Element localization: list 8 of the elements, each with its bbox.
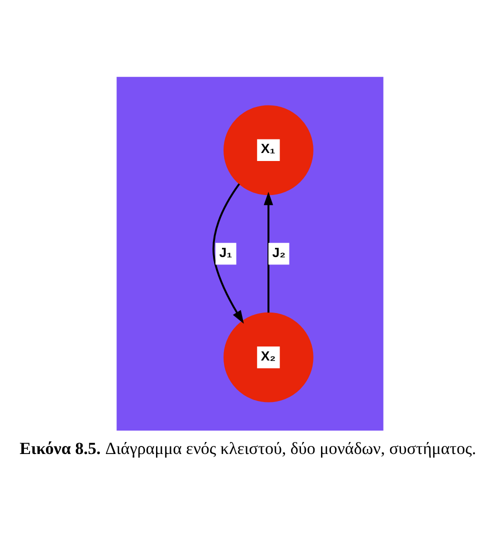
edge-label: J₂ [272,244,286,260]
edge-label: J₁ [219,244,232,260]
arrow [264,191,274,312]
caption: Εικόνα 8.5. Διάγραμμα ενός κλειστού, δύο μονάδων, συστήματος. [20,438,476,458]
cluster [116,76,384,430]
arrow [212,182,244,324]
node-circle: X₁ [224,104,314,195]
node-circle: X₂ [224,312,314,402]
